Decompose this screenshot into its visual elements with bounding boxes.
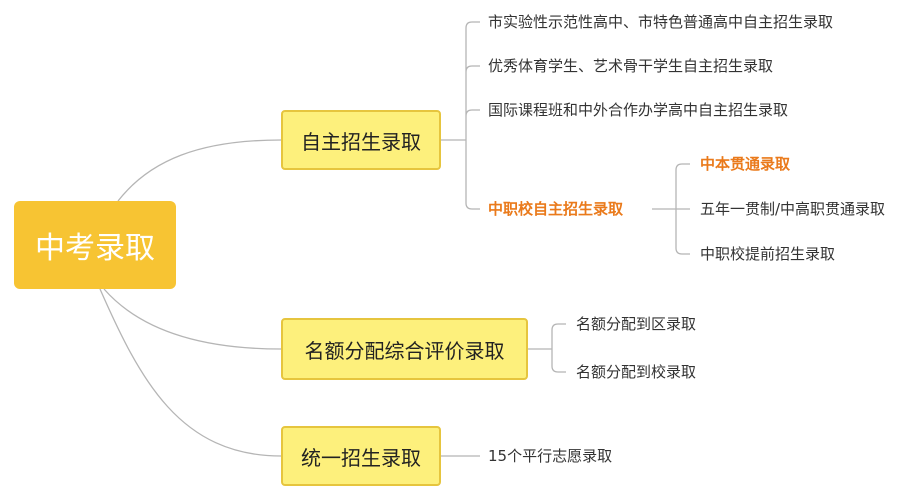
connector-root-to-branch-3 — [99, 288, 282, 457]
branch-independent-enrollment[interactable]: 自主招生录取 — [281, 110, 441, 170]
leaf-quota-to-district[interactable]: 名额分配到区录取 — [576, 315, 697, 333]
leaf-parallel-choices[interactable]: 15个平行志愿录取 — [488, 447, 613, 465]
root-node[interactable]: 中考录取 — [14, 201, 176, 289]
leaf-quota-to-school[interactable]: 名额分配到校录取 — [576, 363, 697, 381]
leaf-five-year-program[interactable]: 五年一贯制/中高职贯通录取 — [700, 200, 886, 218]
connector-sub-branch-bracket — [652, 163, 690, 255]
branch-quota-allocation[interactable]: 名额分配综合评价录取 — [281, 318, 528, 380]
leaf-sports-arts-students[interactable]: 优秀体育学生、艺术骨干学生自主招生录取 — [488, 57, 774, 75]
connector-root-to-branch-1 — [117, 139, 282, 202]
connector-root-to-branch-2 — [103, 288, 282, 350]
connector-branch-1-bracket — [441, 21, 480, 210]
leaf-demonstration-high-school[interactable]: 市实验性示范性高中、市特色普通高中自主招生录取 — [488, 13, 834, 31]
leaf-early-vocational-enrollment[interactable]: 中职校提前招生录取 — [700, 245, 836, 263]
leaf-secondary-undergraduate-pathway[interactable]: 中本贯通录取 — [700, 155, 791, 173]
sub-branch-vocational-school[interactable]: 中职校自主招生录取 — [488, 200, 624, 218]
connector-branch-2-bracket — [528, 323, 566, 373]
leaf-international-programs[interactable]: 国际课程班和中外合作办学高中自主招生录取 — [488, 101, 789, 119]
branch-unified-enrollment[interactable]: 统一招生录取 — [281, 426, 441, 486]
